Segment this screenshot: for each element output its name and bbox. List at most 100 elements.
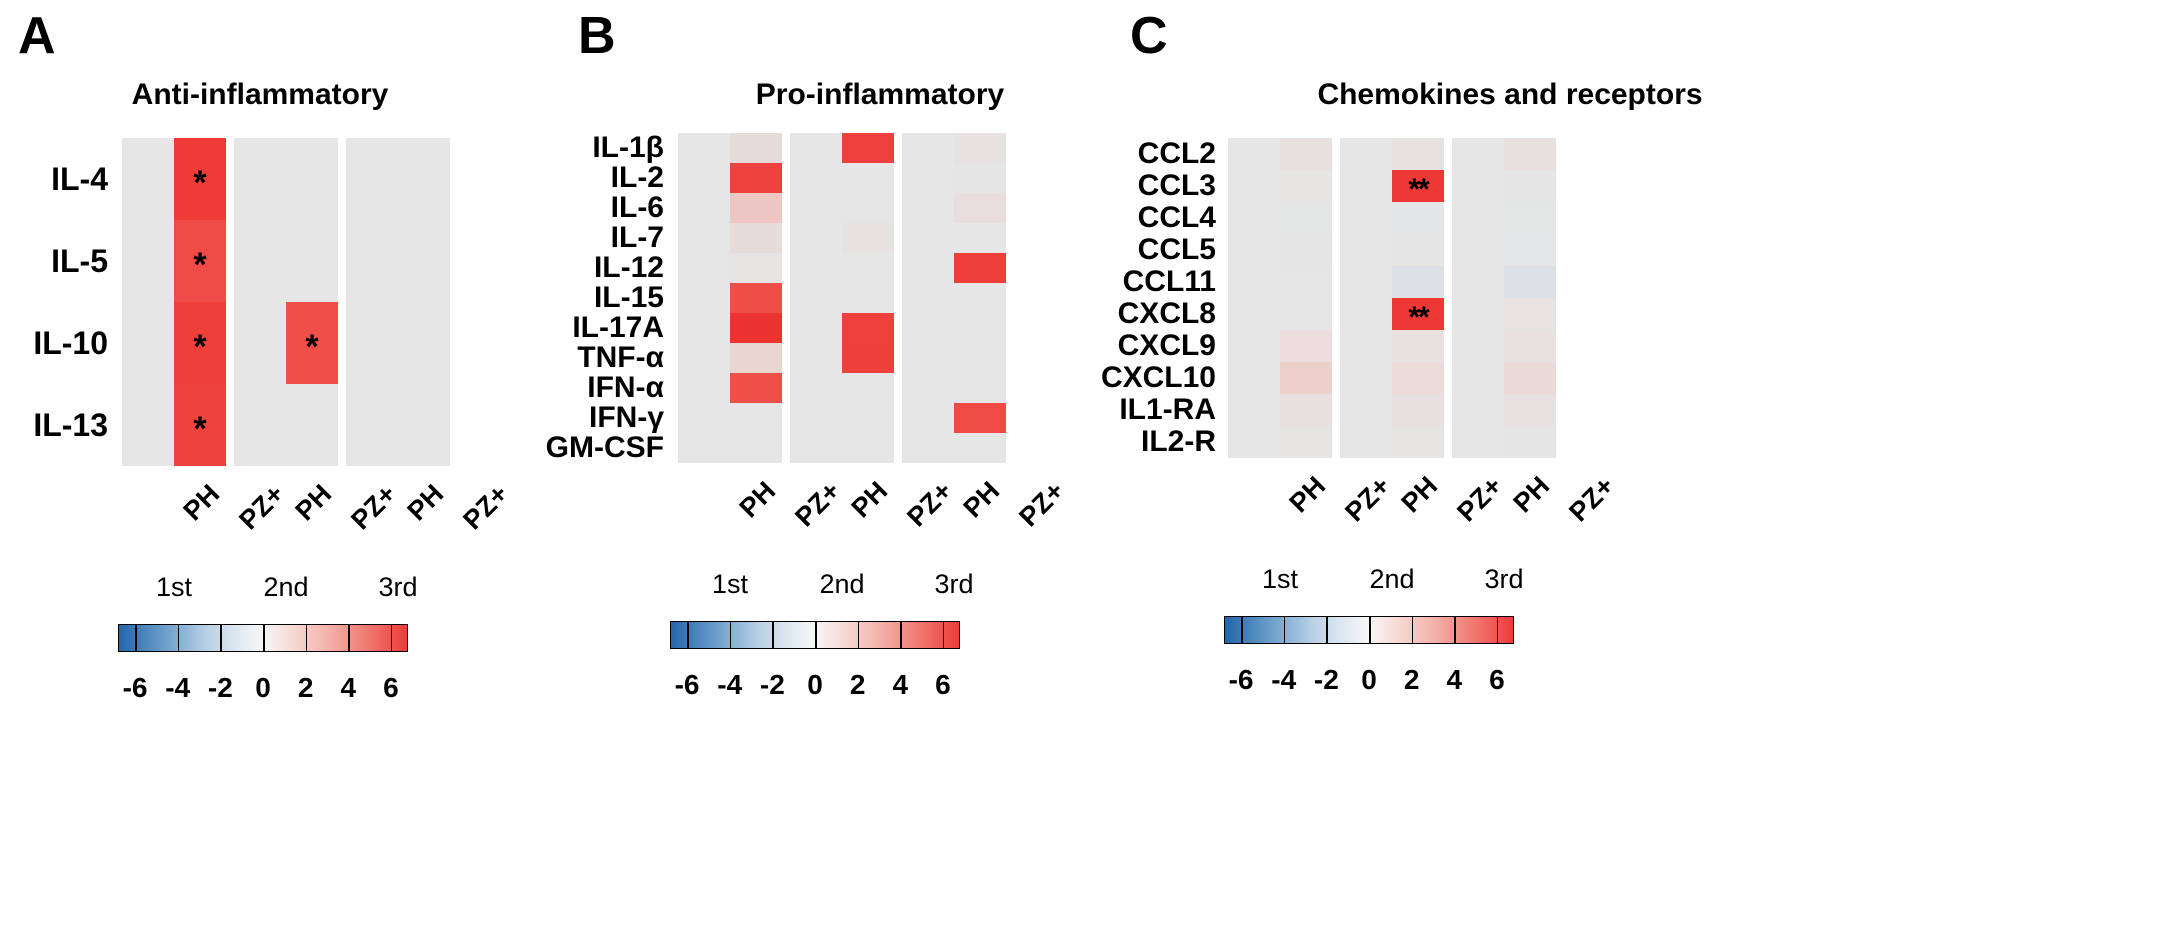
heatmap-cell[interactable] (1280, 298, 1332, 330)
heatmap-cell[interactable] (678, 223, 730, 253)
heatmap-cell[interactable] (1228, 298, 1280, 330)
heatmap-cell[interactable] (954, 223, 1006, 253)
heatmap-cell[interactable] (122, 384, 174, 466)
heatmap-cell[interactable] (730, 193, 782, 223)
heatmap-cell[interactable] (1228, 202, 1280, 234)
heatmap-cell[interactable] (902, 133, 954, 163)
heatmap-cell[interactable] (678, 193, 730, 223)
heatmap-cell[interactable] (790, 253, 842, 283)
heatmap-cell[interactable] (790, 223, 842, 253)
heatmap-cell[interactable] (790, 403, 842, 433)
heatmap-cell[interactable] (678, 433, 730, 463)
heatmap-cell[interactable] (1452, 330, 1504, 362)
heatmap-cell[interactable] (1504, 202, 1556, 234)
heatmap-cell[interactable] (1340, 298, 1392, 330)
heatmap-cell[interactable] (954, 163, 1006, 193)
heatmap-cell[interactable] (1340, 170, 1392, 202)
heatmap-cell[interactable] (174, 302, 226, 384)
heatmap-cell[interactable] (678, 313, 730, 343)
heatmap-cell[interactable] (1228, 266, 1280, 298)
heatmap-cell[interactable] (902, 253, 954, 283)
heatmap-cell[interactable] (1228, 170, 1280, 202)
heatmap-cell[interactable] (1280, 170, 1332, 202)
heatmap-cell[interactable] (730, 403, 782, 433)
heatmap-cell[interactable] (1504, 138, 1556, 170)
heatmap-cell[interactable] (1228, 362, 1280, 394)
heatmap-cell[interactable] (1340, 426, 1392, 458)
heatmap-cell[interactable] (1504, 170, 1556, 202)
heatmap-cell[interactable] (1340, 362, 1392, 394)
heatmap-cell[interactable] (902, 373, 954, 403)
heatmap-cell[interactable] (1504, 330, 1556, 362)
heatmap-cell[interactable] (790, 133, 842, 163)
heatmap-cell[interactable] (1452, 202, 1504, 234)
heatmap-cell[interactable] (902, 403, 954, 433)
heatmap-cell[interactable] (1280, 266, 1332, 298)
heatmap-cell[interactable] (902, 223, 954, 253)
heatmap-cell[interactable] (1504, 426, 1556, 458)
heatmap-cell[interactable] (842, 223, 894, 253)
heatmap-cell[interactable] (1392, 426, 1444, 458)
heatmap-cell[interactable] (1340, 330, 1392, 362)
heatmap-cell[interactable] (842, 163, 894, 193)
heatmap-cell[interactable] (902, 313, 954, 343)
heatmap-cell[interactable] (678, 343, 730, 373)
heatmap-cell[interactable] (1452, 362, 1504, 394)
heatmap-cell[interactable] (1392, 394, 1444, 426)
heatmap-cell[interactable] (398, 384, 450, 466)
heatmap-cell[interactable] (1452, 170, 1504, 202)
heatmap-cell[interactable] (1392, 170, 1444, 202)
heatmap-cell[interactable] (1280, 202, 1332, 234)
heatmap-cell[interactable] (234, 384, 286, 466)
heatmap-cell[interactable] (954, 193, 1006, 223)
heatmap-cell[interactable] (234, 138, 286, 220)
heatmap-cell[interactable] (1504, 362, 1556, 394)
heatmap-cell[interactable] (790, 373, 842, 403)
heatmap-cell[interactable] (842, 283, 894, 313)
heatmap-cell[interactable] (1340, 234, 1392, 266)
heatmap-cell[interactable] (954, 253, 1006, 283)
heatmap-cell[interactable] (730, 253, 782, 283)
heatmap-cell[interactable] (1280, 426, 1332, 458)
heatmap-cell[interactable] (398, 220, 450, 302)
heatmap-cell[interactable] (1280, 362, 1332, 394)
heatmap-cell[interactable] (954, 403, 1006, 433)
heatmap-cell[interactable] (286, 384, 338, 466)
heatmap-cell[interactable] (1340, 266, 1392, 298)
heatmap-cell[interactable] (398, 302, 450, 384)
panel-c-heatmap[interactable]: **** (1228, 138, 1556, 458)
heatmap-cell[interactable] (1228, 234, 1280, 266)
heatmap-cell[interactable] (286, 138, 338, 220)
heatmap-cell[interactable] (1228, 138, 1280, 170)
heatmap-cell[interactable] (842, 313, 894, 343)
heatmap-cell[interactable] (346, 302, 398, 384)
heatmap-cell[interactable] (730, 283, 782, 313)
heatmap-cell[interactable] (790, 163, 842, 193)
heatmap-cell[interactable] (1504, 394, 1556, 426)
heatmap-cell[interactable] (842, 403, 894, 433)
heatmap-cell[interactable] (954, 373, 1006, 403)
heatmap-cell[interactable] (1392, 362, 1444, 394)
heatmap-cell[interactable] (954, 313, 1006, 343)
heatmap-cell[interactable] (842, 343, 894, 373)
heatmap-cell[interactable] (790, 433, 842, 463)
heatmap-cell[interactable] (1340, 202, 1392, 234)
heatmap-cell[interactable] (730, 133, 782, 163)
heatmap-cell[interactable] (1504, 266, 1556, 298)
heatmap-cell[interactable] (1452, 426, 1504, 458)
heatmap-cell[interactable] (1280, 234, 1332, 266)
heatmap-cell[interactable] (1340, 394, 1392, 426)
heatmap-cell[interactable] (286, 220, 338, 302)
heatmap-cell[interactable] (678, 283, 730, 313)
heatmap-cell[interactable] (1392, 330, 1444, 362)
heatmap-cell[interactable] (346, 384, 398, 466)
heatmap-cell[interactable] (1280, 394, 1332, 426)
heatmap-cell[interactable] (954, 433, 1006, 463)
heatmap-cell[interactable] (174, 220, 226, 302)
heatmap-cell[interactable] (1340, 138, 1392, 170)
heatmap-cell[interactable] (398, 138, 450, 220)
heatmap-cell[interactable] (1392, 266, 1444, 298)
heatmap-cell[interactable] (174, 138, 226, 220)
heatmap-cell[interactable] (954, 283, 1006, 313)
heatmap-cell[interactable] (678, 253, 730, 283)
